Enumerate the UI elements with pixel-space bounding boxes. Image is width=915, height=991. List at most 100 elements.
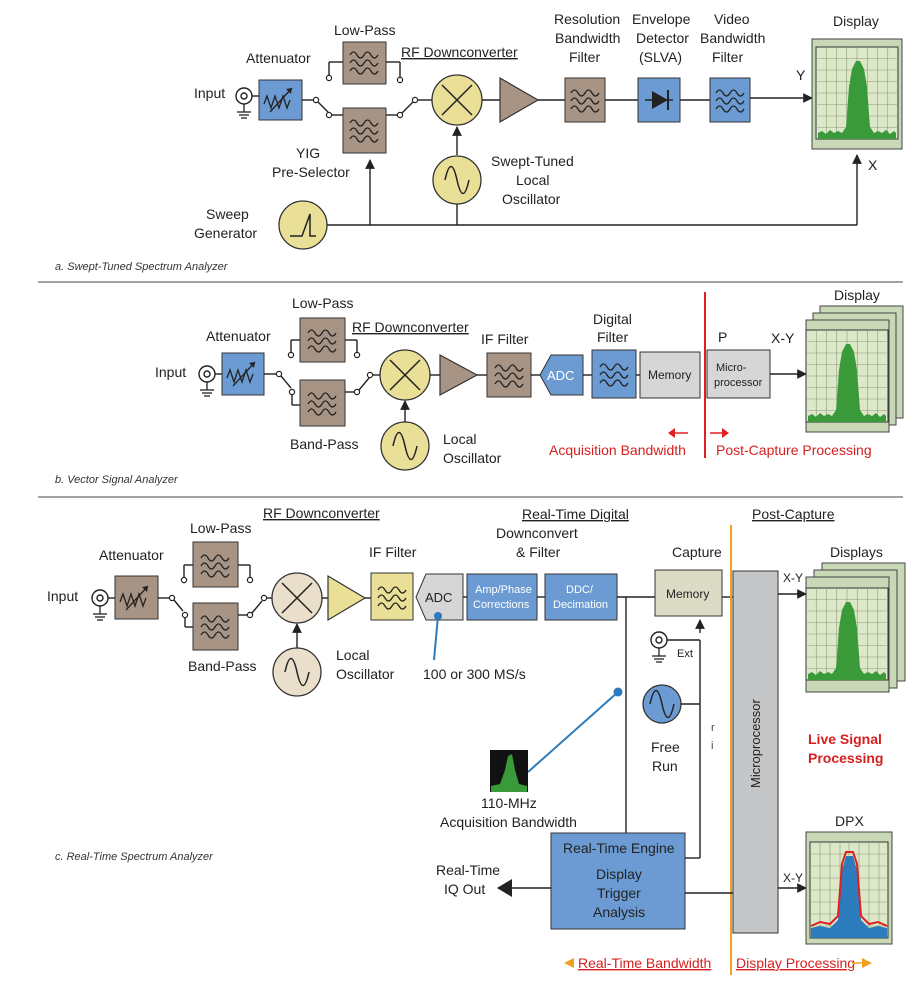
diode-icon <box>645 90 673 110</box>
input-label-b: Input <box>155 364 186 380</box>
if-filter-block-c <box>370 572 414 621</box>
ddc-label-2: Decimation <box>553 599 608 611</box>
band-pass-label-c: Band-Pass <box>188 658 256 674</box>
micro-label-1: Micro- <box>716 362 747 374</box>
section-c-real-time: c. Real-Time Spectrum Analyzer Input Att… <box>47 505 906 975</box>
post-capture-label-c: Post-Capture <box>752 506 835 522</box>
vbw-label-1: Video <box>714 11 750 27</box>
display-screen-b <box>805 329 889 423</box>
section-a-swept-tuned: a. Swept-Tuned Spectrum Analyzer Input A… <box>55 11 903 273</box>
digital-filter-block <box>591 349 637 399</box>
memory-block-b <box>639 351 701 399</box>
live-signal-label-1: Live Signal <box>808 731 882 747</box>
adc-label-b: ADC <box>547 368 574 383</box>
rf-downconverter-label-b: RF Downconverter <box>352 319 469 335</box>
memory-label-b: Memory <box>648 368 691 382</box>
preselector-label: Pre-Selector <box>272 164 350 180</box>
section-b-vector-signal: b. Vector Signal Analyzer Input Attenuat… <box>55 287 904 486</box>
display-label-b: Display <box>834 287 880 303</box>
rf-downconverter-label: RF Downconverter <box>401 44 518 60</box>
live-signal-label-2: Processing <box>808 750 883 766</box>
microprocessor-block-b <box>706 349 771 399</box>
sweep-gen-label-1: Sweep <box>206 206 249 222</box>
attenuator-label: Attenuator <box>246 50 311 66</box>
input-connector-icon-c <box>91 589 109 621</box>
vbw-label-2: Bandwidth <box>700 30 765 46</box>
free-run-label-2: Run <box>652 758 678 774</box>
rt-digital-label-3: & Filter <box>516 544 561 560</box>
swept-lo-label-3: Oscillator <box>502 191 561 207</box>
rt-bandwidth-label: Real-Time Bandwidth <box>578 955 711 971</box>
free-run-label-1: Free <box>651 739 680 755</box>
low-pass-label-c: Low-Pass <box>190 520 251 536</box>
trigger-letter-1: r <box>711 722 715 734</box>
local-osc-label-2-b: Oscillator <box>443 450 502 466</box>
input-connector-icon <box>235 87 253 119</box>
section-b-caption: b. Vector Signal Analyzer <box>55 474 179 486</box>
swept-lo-label-1: Swept-Tuned <box>491 153 574 169</box>
amplifier-icon-b <box>439 353 479 397</box>
display-label: Display <box>833 13 879 29</box>
rte-trigger: Trigger <box>597 885 641 901</box>
low-pass-label: Low-Pass <box>334 22 395 38</box>
rbw-label-2: Bandwidth <box>555 30 620 46</box>
envelope-label-1: Envelope <box>632 11 691 27</box>
ext-label: Ext <box>677 648 693 660</box>
digital-filter-label-2: Filter <box>597 329 628 345</box>
memory-label-c: Memory <box>666 587 709 601</box>
rbw-label-3: Filter <box>569 49 600 65</box>
microprocessor-label-c: Microprocessor <box>748 698 763 788</box>
xy-top-label-c: X-Y <box>783 571 803 585</box>
sweep-gen-label-2: Generator <box>194 225 257 241</box>
real-time-engine-block <box>550 832 686 930</box>
attenuator-label-c: Attenuator <box>99 547 164 563</box>
band-pass-label-b: Band-Pass <box>290 436 358 452</box>
dpx-screen <box>809 841 889 939</box>
local-osc-label-1-b: Local <box>443 431 476 447</box>
rt-iq-arrow-icon <box>497 879 512 897</box>
envelope-label-2: Detector <box>636 30 689 46</box>
acquisition-bandwidth-label: Acquisition Bandwidth <box>549 442 686 458</box>
amp-phase-block <box>466 573 538 621</box>
envelope-label-3: (SLVA) <box>639 49 682 65</box>
micro-label-2: processor <box>714 377 763 389</box>
input-connector-icon-b <box>198 365 216 397</box>
microprocessor-block-c <box>732 570 779 934</box>
amp-phase-label-1: Amp/Phase <box>475 584 532 596</box>
post-capture-processing-label: Post-Capture Processing <box>716 442 872 458</box>
y-axis-label: Y <box>796 67 806 83</box>
rbw-label-1: Resolution <box>554 11 620 27</box>
if-filter-label-b: IF Filter <box>481 331 529 347</box>
spectrum-thumbnail-icon <box>490 750 528 792</box>
adc-label-c: ADC <box>425 590 452 605</box>
display-processing-label: Display Processing <box>736 955 855 971</box>
display-screen <box>815 46 899 140</box>
rf-downconverter-label-c: RF Downconverter <box>263 505 380 521</box>
display-screen-c <box>805 587 889 681</box>
vbw-label-3: Filter <box>712 49 743 65</box>
ext-trigger-connector-icon <box>650 631 668 663</box>
dpx-label: DPX <box>835 813 864 829</box>
section-c-caption: c. Real-Time Spectrum Analyzer <box>55 851 214 863</box>
rte-title: Real-Time Engine <box>563 840 675 856</box>
local-osc-label-1-c: Local <box>336 647 369 663</box>
ddc-block <box>544 573 618 621</box>
ddc-label-1: DDC/ <box>566 584 594 596</box>
if-filter-label-c: IF Filter <box>369 544 417 560</box>
low-pass-label-b: Low-Pass <box>292 295 353 311</box>
rt-digital-label-2: Downconvert <box>496 525 578 541</box>
rt-iq-label-1: Real-Time <box>436 862 500 878</box>
x-axis-label: X <box>868 157 878 173</box>
xy-label-b: X-Y <box>771 330 795 346</box>
trigger-letter-2: i <box>711 740 713 752</box>
amplifier-icon-c <box>327 574 367 622</box>
rt-digital-label-1: Real-Time Digital <box>522 506 629 522</box>
input-label-c: Input <box>47 588 78 604</box>
local-osc-label-2-c: Oscillator <box>336 666 395 682</box>
rt-iq-label-2: IQ Out <box>444 881 485 897</box>
xy-bottom-label-c: X-Y <box>783 871 803 885</box>
yig-label: YIG <box>296 145 320 161</box>
swept-lo-label-2: Local <box>516 172 549 188</box>
sample-rate-label: 100 or 300 MS/s <box>423 666 526 682</box>
